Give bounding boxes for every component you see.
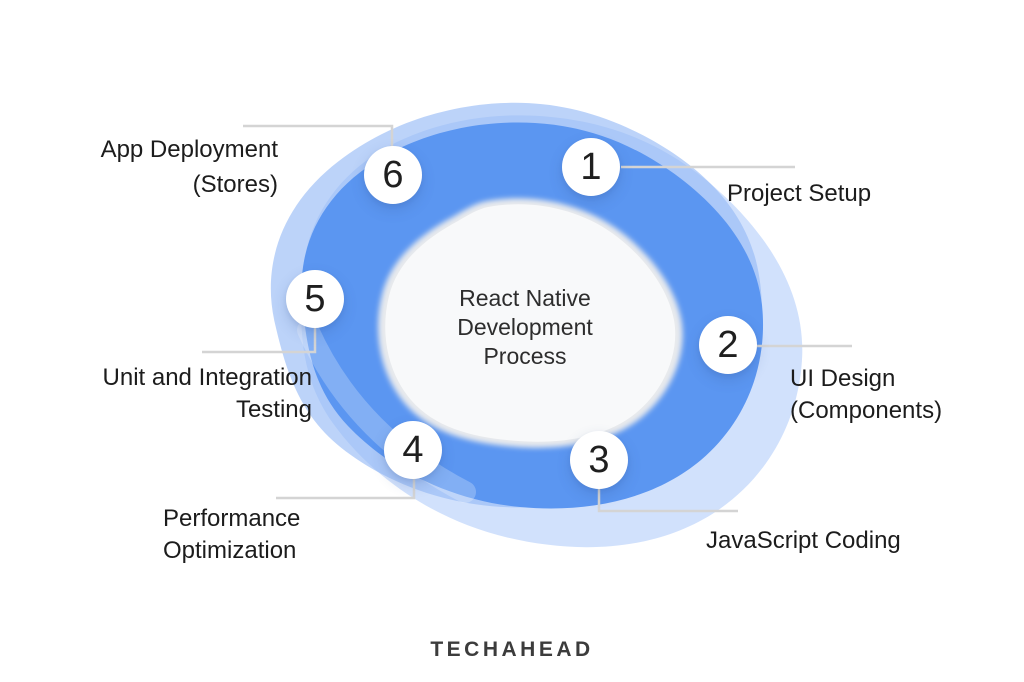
step-1-number-badge: 1 [562,138,620,196]
connector-step-3 [597,488,738,513]
connector-lines [202,124,852,513]
step-3-number-badge: 3 [570,431,628,489]
connector-step-5 [202,328,317,354]
connector-step-4 [276,478,416,500]
step-4-label: Performance Optimization [163,505,301,564]
step-1-label: Project Setup [727,180,872,207]
center-title: React Native Development Process [457,285,593,369]
step-2-number-badge: 2 [699,316,757,374]
step-3-label: JavaScript Coding [706,527,901,554]
blob-highlight-stripe [297,319,476,503]
step-6-label: App Deployment (Stores) [100,136,278,198]
step-6-number-badge: 6 [364,146,422,204]
step-5-label: Unit and Integration Testing [102,364,312,423]
techahead-logo: TECHAHEAD [430,638,594,661]
step-2-label: UI Design (Components) [790,365,943,424]
step-4-number-badge: 4 [384,421,442,479]
connector-step-6 [243,124,394,148]
step-5-number-badge: 5 [286,270,344,328]
